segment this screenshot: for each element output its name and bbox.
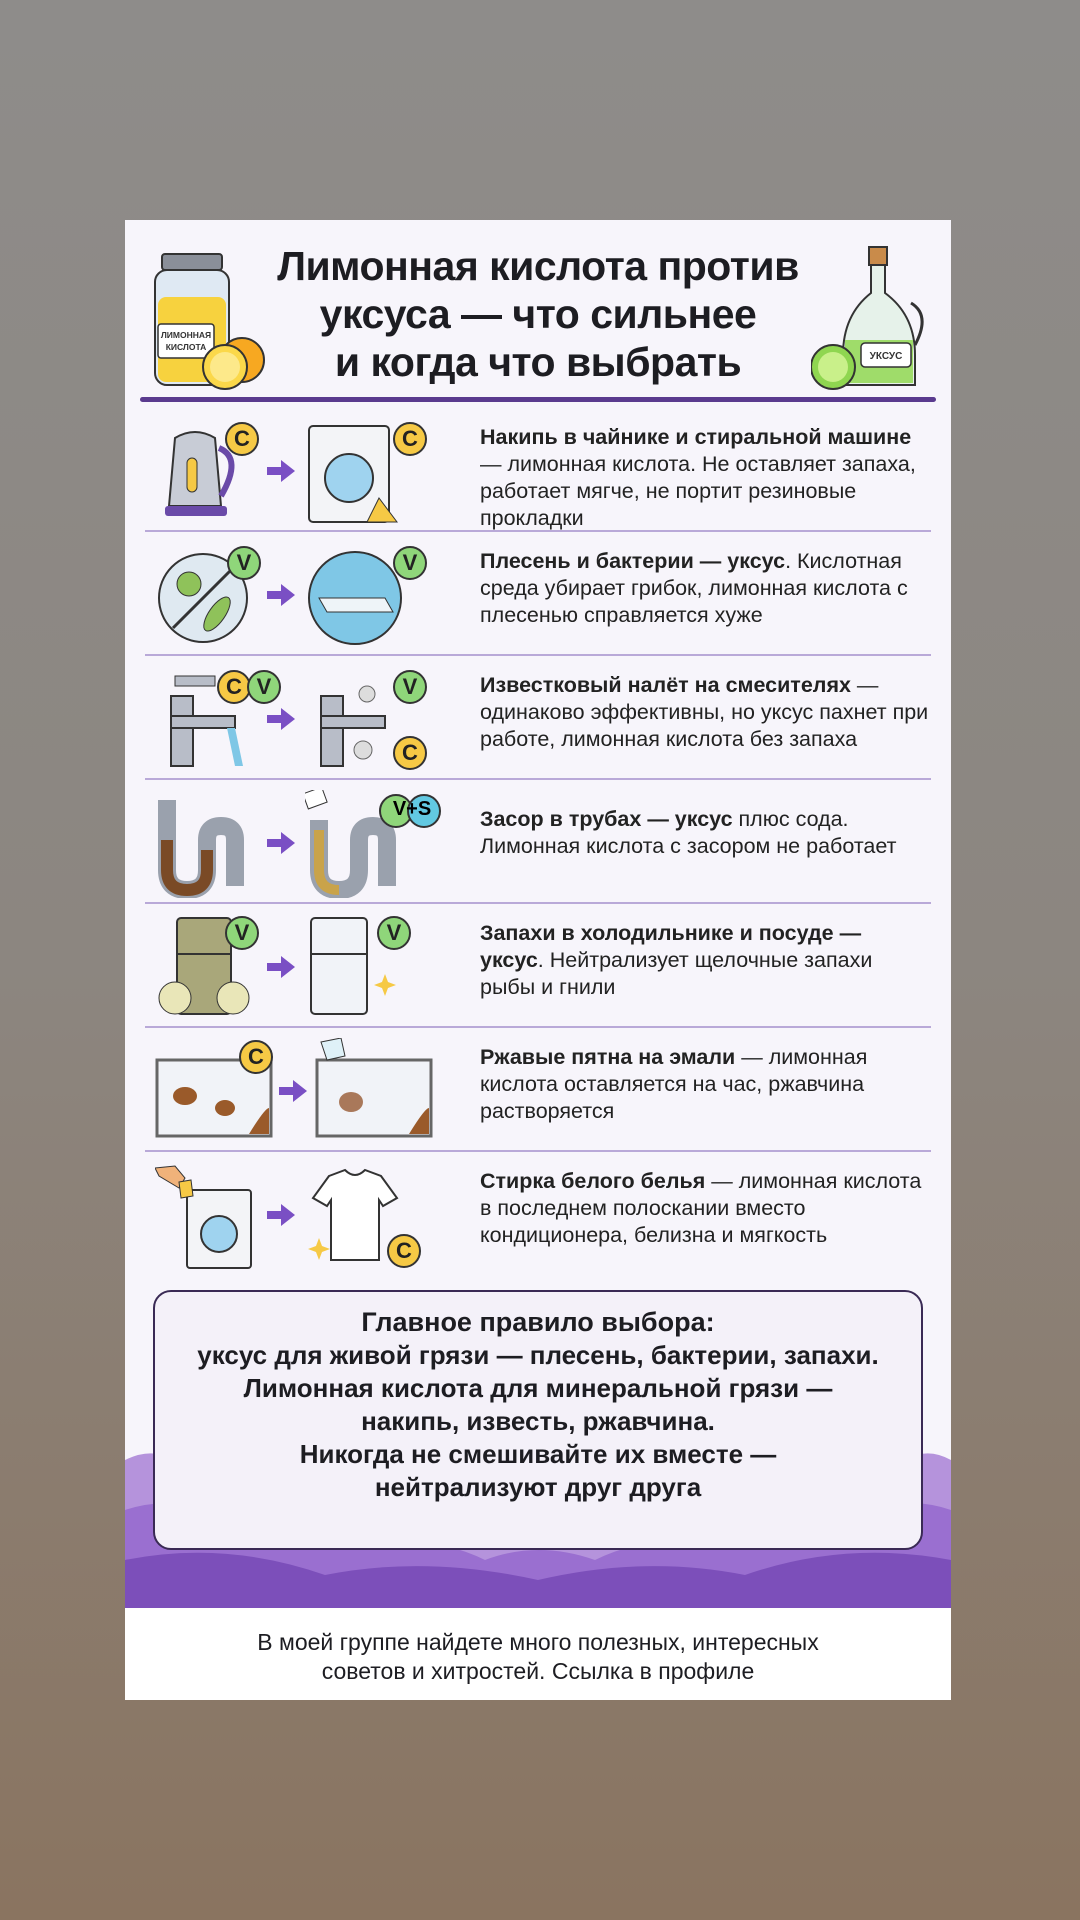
- clean-surface-icon: [308, 551, 402, 645]
- citric-acid-jar-icon: ЛИМОННАЯ КИСЛОТА: [154, 253, 265, 390]
- header-divider: [140, 397, 936, 402]
- tip-row-clog: V+S Засор в трубах — уксус плюс сода. Ли…: [145, 782, 931, 904]
- rule-heading: Главное правило выбора:: [361, 1307, 715, 1337]
- citric-badge: C: [387, 1234, 421, 1268]
- citric-badge: C: [217, 670, 251, 704]
- rule-line: нейтрализуют друг друга: [374, 1472, 702, 1502]
- vinegar-badge: V: [227, 546, 261, 580]
- rule-line: уксус для живой грязи — плесень, бактери…: [197, 1340, 879, 1370]
- pipe-soda-icon: [305, 790, 396, 898]
- arrow-right-icon: [267, 708, 295, 730]
- arrow-right-icon: [267, 584, 295, 606]
- clean-fridge-icon: [310, 917, 396, 1015]
- faucet-icon: [170, 675, 243, 767]
- bottle-label: УКСУС: [870, 351, 903, 362]
- tip-text: Стирка белого белья — лимонная кислота в…: [480, 1169, 922, 1247]
- vinegar-badge: V: [393, 546, 427, 580]
- tip-row-limescale: C V V C Известковый налёт на смесителях …: [145, 658, 931, 780]
- arrow-right-icon: [267, 956, 295, 978]
- dirty-fridge-icon: [158, 917, 250, 1015]
- tip-row-mold: V V Плесень и бактерии — уксус. Кислотна…: [145, 534, 931, 656]
- faucet-steam-icon: [320, 685, 386, 767]
- page-title: Лимонная кислота против уксуса — что сил…: [245, 242, 831, 386]
- citric-badge: C: [239, 1040, 273, 1074]
- vinegar-badge: V: [225, 916, 259, 950]
- main-rule-box: Главное правило выбора: уксус для живой …: [153, 1290, 923, 1550]
- infographic-card: ЛИМОННАЯ КИСЛОТА Лимонная кислота против…: [125, 220, 951, 1700]
- vinegar-badge: V: [393, 670, 427, 704]
- jar-label-line2: КИСЛОТА: [166, 342, 207, 352]
- tip-text: Накипь в чайнике и стиральной машине — л…: [480, 425, 916, 530]
- header: ЛИМОННАЯ КИСЛОТА Лимонная кислота против…: [125, 220, 951, 402]
- arrow-right-icon: [267, 832, 295, 854]
- citric-badge: C: [393, 422, 427, 456]
- cleaning-bathtub-icon: [315, 1038, 433, 1138]
- tip-row-rust: C Ржавые пятна на эмали — лимонная кисло…: [145, 1030, 931, 1152]
- tip-text: Известковый налёт на смесителях — одинак…: [480, 673, 929, 751]
- tip-text: Плесень и бактерии — уксус. Кислотная ср…: [480, 549, 908, 627]
- tip-row-laundry: C Стирка белого белья — лимонная кислота…: [145, 1154, 931, 1276]
- citric-badge: C: [225, 422, 259, 456]
- bacteria-icon: [158, 553, 248, 643]
- rule-line: Лимонная кислота для минеральной грязи —: [243, 1373, 833, 1403]
- arrow-right-icon: [267, 460, 295, 482]
- vinegar-badge: V: [247, 670, 281, 704]
- vinegar-bottle-icon: УКСУС: [811, 246, 924, 390]
- title-line-1: Лимонная кислота против: [277, 243, 799, 289]
- tip-row-scale: C C Накипь в чайнике и стиральной машине…: [145, 410, 931, 532]
- footer-caption: В моей группе найдете много полезных, ин…: [125, 1608, 951, 1700]
- tip-text: Запахи в холодильнике и посуде — уксус. …: [480, 921, 873, 999]
- title-line-2: уксуса — что сильнее: [319, 291, 757, 337]
- citric-badge: C: [393, 736, 427, 770]
- footer-line-1: В моей группе найдете много полезных, ин…: [257, 1629, 819, 1655]
- title-line-3: и когда что выбрать: [334, 339, 742, 385]
- vinegar-soda-badge-label: V+S: [392, 798, 432, 820]
- washing-machine-icon: [308, 425, 398, 523]
- jar-label-line1: ЛИМОННАЯ: [161, 330, 211, 340]
- rule-line: Никогда не смешивайте их вместе —: [299, 1439, 777, 1469]
- clogged-pipe-icon: [158, 800, 244, 898]
- white-tshirt-icon: [308, 1168, 399, 1261]
- rule-line: накипь, известь, ржавчина.: [361, 1406, 715, 1436]
- tip-row-odors: V V Запахи в холодильнике и посуде — укс…: [145, 906, 931, 1028]
- laundry-machine-icon: [155, 1165, 252, 1269]
- arrow-right-icon: [267, 1204, 295, 1226]
- soda-badge: [407, 794, 441, 828]
- tip-text: Ржавые пятна на эмали — лимонная кислота…: [480, 1045, 868, 1123]
- tip-text: Засор в трубах — уксус плюс сода. Лимонн…: [480, 807, 897, 858]
- kettle-icon: [165, 431, 235, 516]
- footer-line-2: советов и хитростей. Ссылка в профиле: [321, 1658, 755, 1684]
- vinegar-badge: V: [377, 916, 411, 950]
- arrow-right-icon: [279, 1080, 307, 1102]
